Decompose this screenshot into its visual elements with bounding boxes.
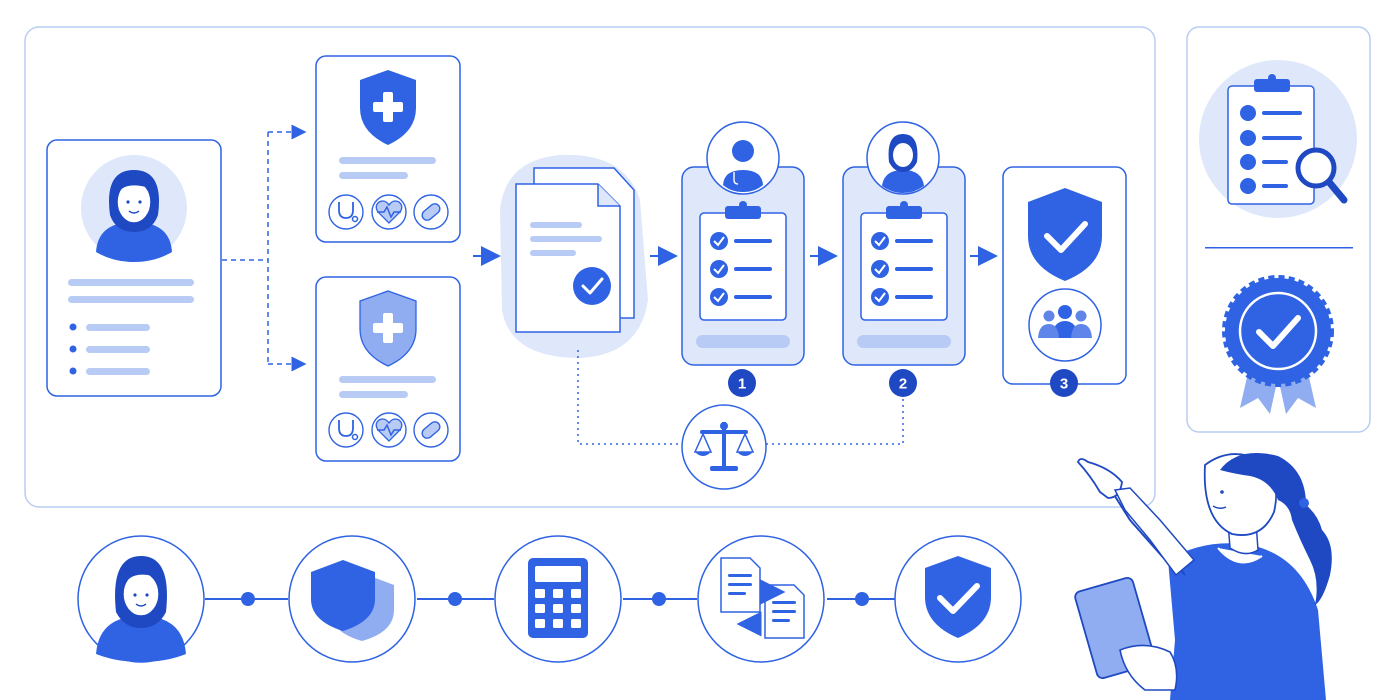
step-number: 2 [899,376,907,393]
timeline-step-document-exchange [697,535,825,663]
heart-pulse-icon [371,194,407,230]
arbitration-connector [577,350,904,445]
shield-check-icon [925,556,991,638]
pill-icon [413,412,449,448]
timeline-step-calculation [494,535,622,663]
branch-connector [222,124,307,372]
review-stage-2: 2 [842,121,966,397]
clipboard-search-icon [1199,60,1357,218]
review-stage-3: 3 [1002,166,1127,397]
double-shield-icon [311,560,394,641]
group-icon [1028,288,1102,362]
divider [1205,247,1353,249]
step-number: 3 [1060,376,1068,393]
calculator-icon [528,558,588,638]
step-badge [889,369,917,397]
stethoscope-icon [328,412,364,448]
review-stage-1: 1 [681,121,805,397]
woman-avatar-icon [866,121,940,195]
patient-avatar-icon [96,556,186,662]
scales-icon [681,404,767,490]
document-exchange-icon [720,557,805,639]
primary-policy-card [315,55,461,243]
approval-badge-icon [1222,275,1334,414]
stethoscope-icon [328,194,364,230]
doctor-avatar-icon [706,121,780,195]
clipboard-checklist-icon [699,201,787,321]
step-number: 1 [738,376,746,393]
bottom-timeline [77,535,1022,663]
clipboard-checklist-icon [860,201,948,321]
step-badge [1050,369,1078,397]
documents-check-icon [500,154,648,358]
step-badge [728,369,756,397]
shield-cross-icon [360,70,416,145]
presenter-with-tablet-icon [1074,453,1332,700]
timeline-step-patient [77,535,205,663]
shield-check-icon [1028,188,1102,281]
heart-pulse-icon [371,412,407,448]
timeline-step-approved [894,535,1022,663]
patient-card [46,139,222,397]
patient-avatar-icon [81,155,187,262]
shield-cross-icon [359,290,417,367]
pill-icon [413,194,449,230]
summary-panel [1186,26,1371,433]
secondary-policy-card [315,276,461,462]
timeline-step-coverage [288,535,416,663]
